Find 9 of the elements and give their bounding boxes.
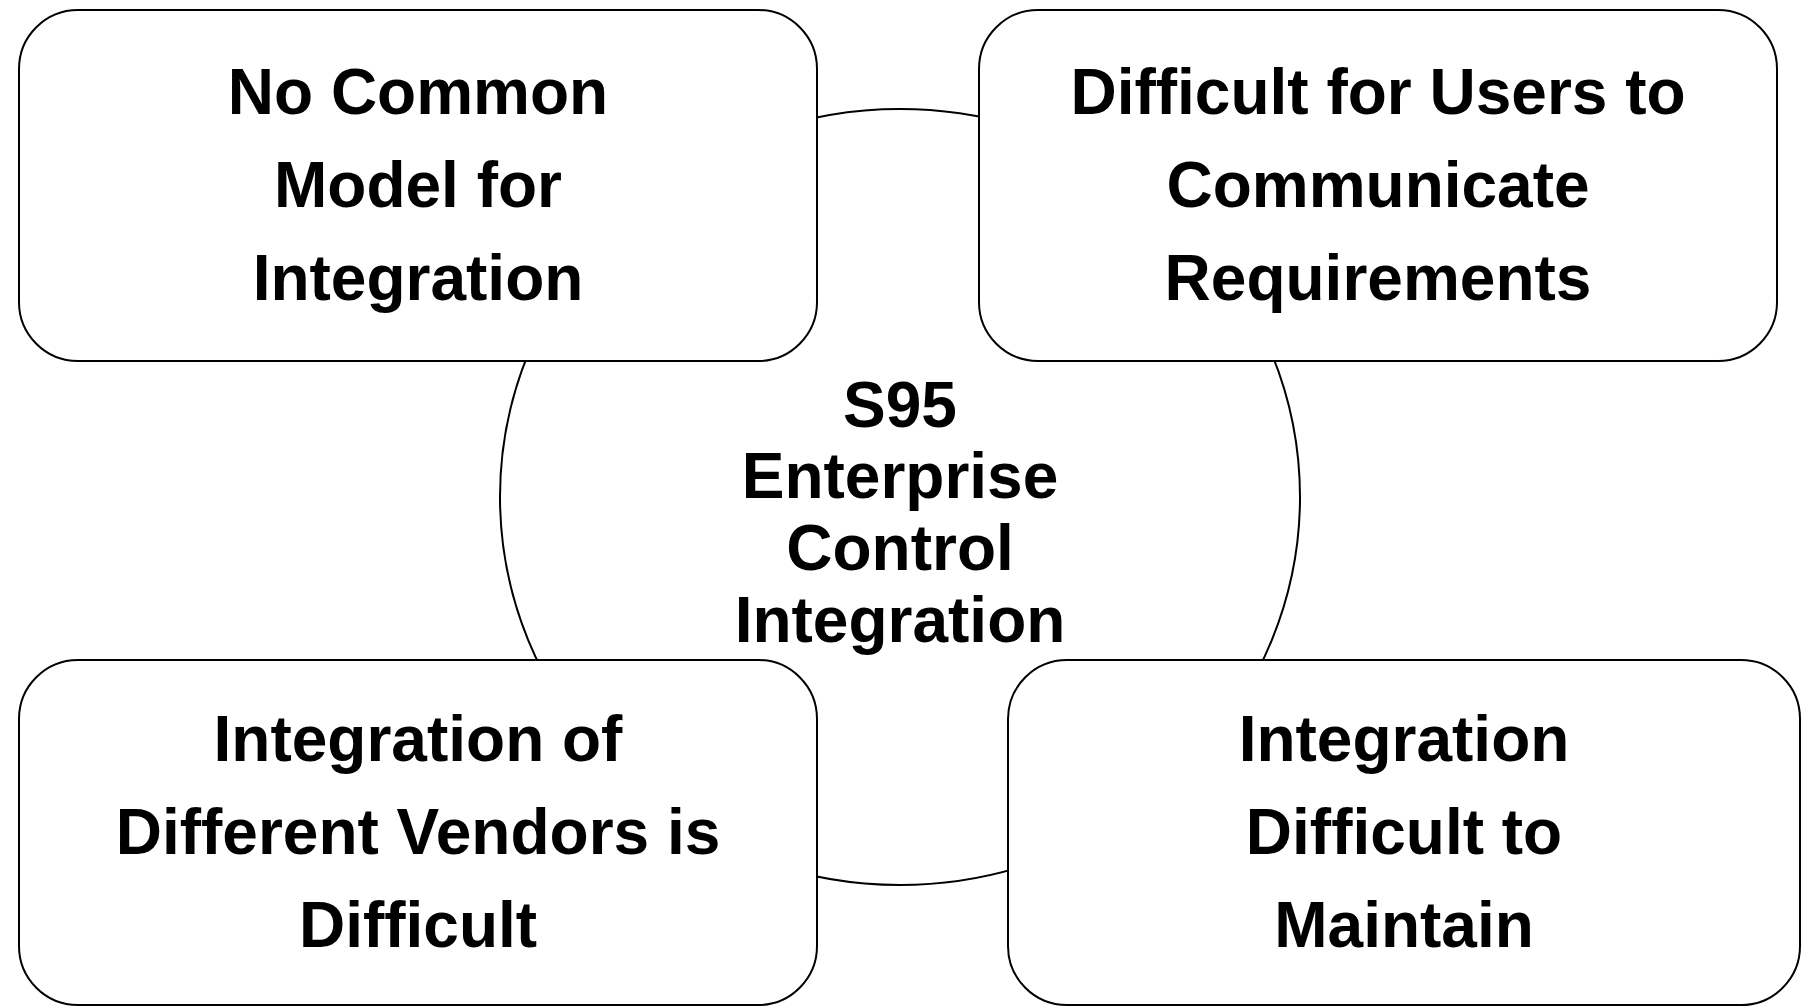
circle-label: S95 Enterprise Control Integration [600, 368, 1200, 658]
box-label: Integration of Different Vendors is Difficult [114, 702, 722, 963]
rounded-box [18, 659, 818, 1006]
box-label: Integration Difficult to Maintain [1237, 702, 1571, 963]
rounded-box [978, 9, 1778, 362]
box-label: No Common Model for Integration [226, 55, 610, 316]
rounded-box [1007, 659, 1801, 1006]
box-label: Difficult for Users to Communicate Requirements [1069, 55, 1687, 316]
rounded-box [18, 9, 818, 362]
